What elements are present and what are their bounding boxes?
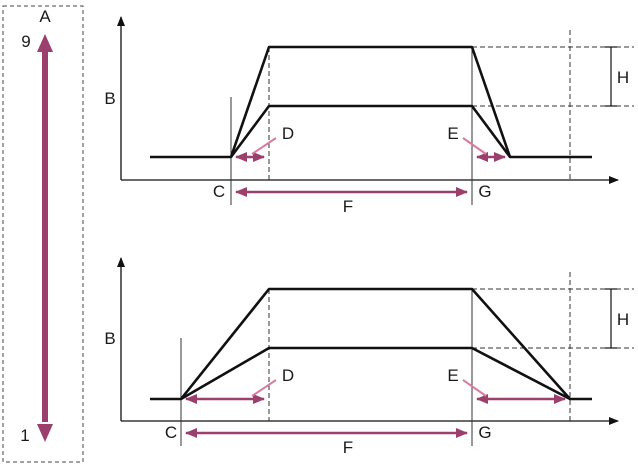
scale-title: A: [39, 7, 51, 26]
bottom-height-label: H: [617, 310, 629, 329]
top-chart: B H D E C G F: [104, 16, 634, 216]
bottom-low-profile: [180, 346, 571, 401]
scale-arrow-down-head: [37, 424, 53, 442]
top-duration-label: F: [343, 197, 353, 216]
bottom-duration-label: F: [343, 438, 353, 457]
scale-panel-border: [2, 5, 84, 463]
top-low-profile: [229, 104, 512, 158]
bottom-rise-label: D: [282, 366, 294, 385]
scale-panel: A 9 1: [2, 5, 84, 463]
bottom-fall-callout: [462, 379, 487, 397]
bottom-rise-callout: [251, 379, 277, 397]
bottom-end-label: G: [478, 423, 491, 442]
top-fall-callout: [462, 137, 487, 155]
top-end-label: G: [478, 182, 491, 201]
bottom-chart: B H D E C G F: [104, 257, 634, 457]
scale-arrow-up-head: [37, 34, 53, 52]
bottom-high-profile: [150, 287, 592, 401]
top-start-label: C: [213, 182, 225, 201]
top-high-profile: [150, 45, 592, 159]
scale-top-value: 9: [21, 32, 30, 51]
bottom-start-label: C: [165, 423, 177, 442]
bottom-y-axis-label: B: [104, 329, 115, 348]
top-y-axis-label: B: [104, 89, 115, 108]
bottom-fall-label: E: [447, 366, 458, 385]
top-rise-label: D: [282, 124, 294, 143]
top-rise-callout: [251, 137, 277, 155]
top-fall-label: E: [447, 124, 458, 143]
top-height-label: H: [617, 68, 629, 87]
scale-bottom-value: 1: [20, 426, 29, 445]
